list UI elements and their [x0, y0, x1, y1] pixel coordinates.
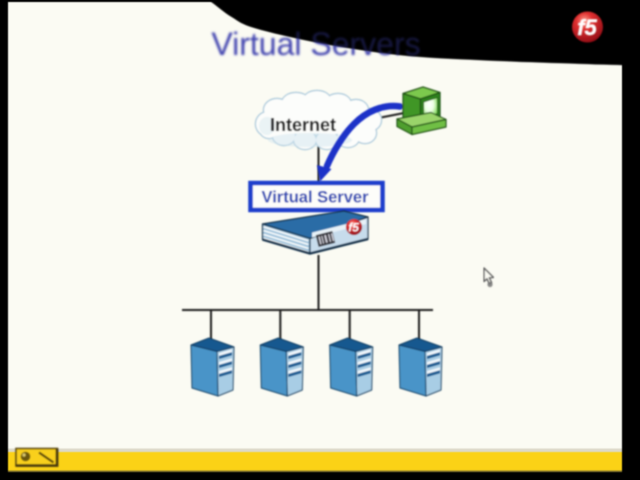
svg-text:Virtual Server: Virtual Server: [261, 189, 369, 207]
svg-text:f5: f5: [348, 221, 359, 235]
svg-text:Internet: Internet: [270, 115, 336, 135]
svg-text:f5: f5: [577, 15, 597, 40]
